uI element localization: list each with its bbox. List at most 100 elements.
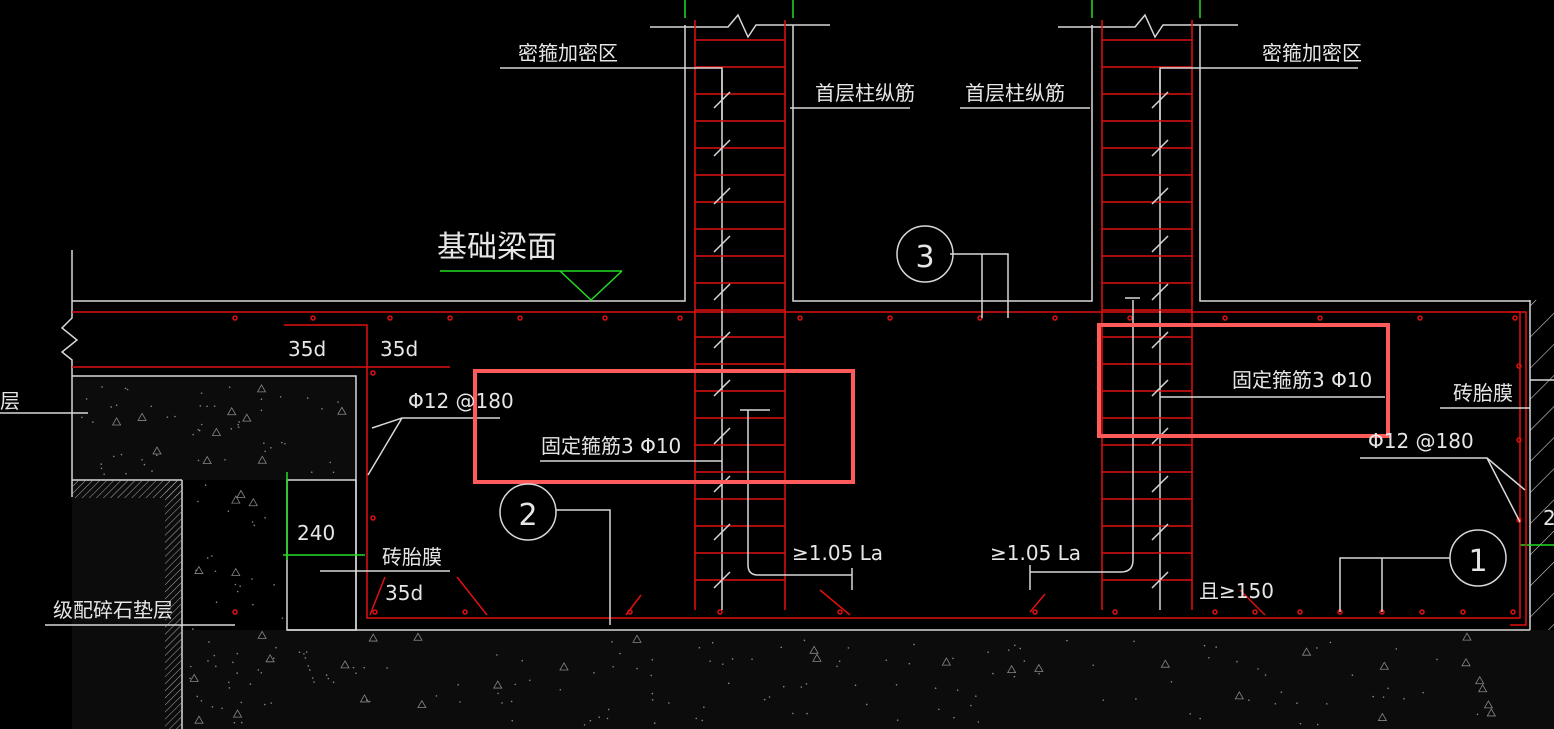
aggregate-dot: [457, 684, 459, 686]
aggregate-dot: [731, 658, 734, 660]
aggregate-dot: [1092, 664, 1094, 666]
aggregate-mark: [111, 417, 122, 426]
aggregate-mark: [257, 455, 267, 464]
aggregate-dot: [307, 665, 310, 667]
aggregate-dot: [174, 415, 176, 418]
aggregate-dot: [215, 601, 218, 603]
aggregate-dot: [1316, 647, 1318, 649]
aggregate-dot: [386, 667, 388, 669]
aggregate-dot: [768, 696, 771, 698]
aggregate-dot: [236, 672, 238, 674]
aggregate-dot: [81, 416, 83, 419]
callout-1-number: 1: [1468, 544, 1487, 579]
aggregate-dot: [204, 484, 207, 487]
aggregate-dot: [1257, 668, 1259, 670]
aggregate-dot: [251, 521, 254, 523]
rebar-dot: [1417, 315, 1423, 321]
rebar-dot: [1516, 437, 1522, 443]
aggregate-dot: [260, 409, 263, 412]
aggregate-dot: [1023, 660, 1026, 662]
aggregate-dot: [606, 717, 609, 720]
aggregate-dot: [1280, 691, 1283, 694]
label-gravel-cushion: 级配碎石垫层: [53, 598, 173, 622]
lap-end-ticks: [851, 565, 1031, 590]
aggregate-mark: [236, 489, 246, 498]
aggregate-dot: [792, 712, 794, 715]
callout-1[interactable]: 1: [1449, 529, 1507, 587]
lap-bar-right: [1030, 300, 1134, 573]
aggregate-dot: [85, 398, 88, 400]
aggregate-dot: [528, 679, 531, 682]
aggregate-dot: [197, 500, 199, 503]
aggregate-mark: [227, 406, 237, 416]
aggregate-dot: [270, 702, 272, 704]
bar-tick: [1151, 283, 1169, 301]
aggregate-dot: [1436, 658, 1438, 661]
aggregate-dot: [987, 651, 989, 653]
aggregate-mark: [1379, 661, 1390, 670]
aggregate-dot: [593, 672, 595, 674]
rebar-dot: [1052, 315, 1058, 321]
aggregate-dot: [1007, 649, 1010, 651]
aggregate-dot: [211, 706, 214, 708]
label-dense-zone-left: 密箍加密区: [518, 41, 618, 65]
aggregate-dot: [497, 692, 499, 695]
aggregate-dot: [800, 686, 803, 688]
rebar-dot: [447, 315, 453, 321]
aggregate-dot: [1135, 698, 1137, 700]
aggregate-dot: [510, 700, 513, 703]
aggregate-dot: [249, 683, 252, 685]
aggregate-dot: [865, 703, 868, 706]
label-right-edge: 2: [1543, 506, 1554, 530]
callout-2[interactable]: 2: [499, 483, 557, 541]
bar-tick: [713, 235, 731, 253]
aggregate-mark: [941, 657, 952, 666]
aggregate-dot: [1403, 697, 1405, 700]
aggregate-dot: [1133, 640, 1135, 643]
aggregate-dot: [1395, 648, 1398, 650]
aggregate-dot: [653, 722, 656, 724]
rebar-dot: [602, 315, 608, 321]
aggregate-dot: [1316, 723, 1319, 726]
aggregate-dot: [305, 651, 308, 653]
aggregate-mark: [231, 567, 241, 576]
aggregate-dot: [805, 683, 808, 685]
rebar-dot: [1127, 315, 1133, 321]
callout-3[interactable]: 3: [896, 225, 954, 283]
aggregate-mark: [256, 384, 267, 393]
lap-bar-left: [747, 410, 852, 576]
aggregate-dot: [1372, 695, 1374, 698]
rebar-dot: [232, 315, 238, 321]
label-rebar-right: Φ12 @180: [1368, 429, 1474, 453]
aggregate-dot: [709, 660, 711, 663]
aggregate-dot: [952, 657, 954, 660]
aggregate-dot: [264, 516, 266, 519]
aggregate-dot: [251, 578, 253, 580]
aggregate-mark: [248, 497, 258, 507]
aggregate-dot: [511, 719, 514, 722]
aggregate-dot: [636, 667, 638, 670]
brick-wall-240: [283, 300, 1554, 631]
aggregate-dot: [1299, 722, 1302, 725]
aggregate-dot: [270, 446, 272, 449]
aggregate-dot: [227, 681, 230, 684]
callout-3-number: 3: [915, 240, 934, 275]
aggregate-dot: [199, 405, 202, 407]
rebar-dot: [1516, 517, 1522, 523]
aggregate-mark: [231, 495, 241, 504]
label-beam-top: 基础梁面: [437, 230, 557, 265]
aggregate-dot: [1296, 702, 1298, 704]
aggregate-dot: [975, 695, 977, 697]
aggregate-mark: [359, 694, 370, 703]
aggregate-dot: [589, 719, 592, 722]
aggregate-dot: [651, 658, 654, 661]
aggregate-dot: [459, 701, 461, 703]
aggregate-dot: [1199, 717, 1201, 720]
label-fixed-stirrup-right: 固定箍筋3 Φ10: [1232, 368, 1372, 392]
aggregate-dot: [260, 671, 263, 674]
aggregate-dot: [977, 721, 980, 723]
aggregate-dot: [1274, 702, 1277, 705]
aggregate-dot: [303, 653, 305, 655]
aggregate-dot: [1351, 674, 1354, 677]
